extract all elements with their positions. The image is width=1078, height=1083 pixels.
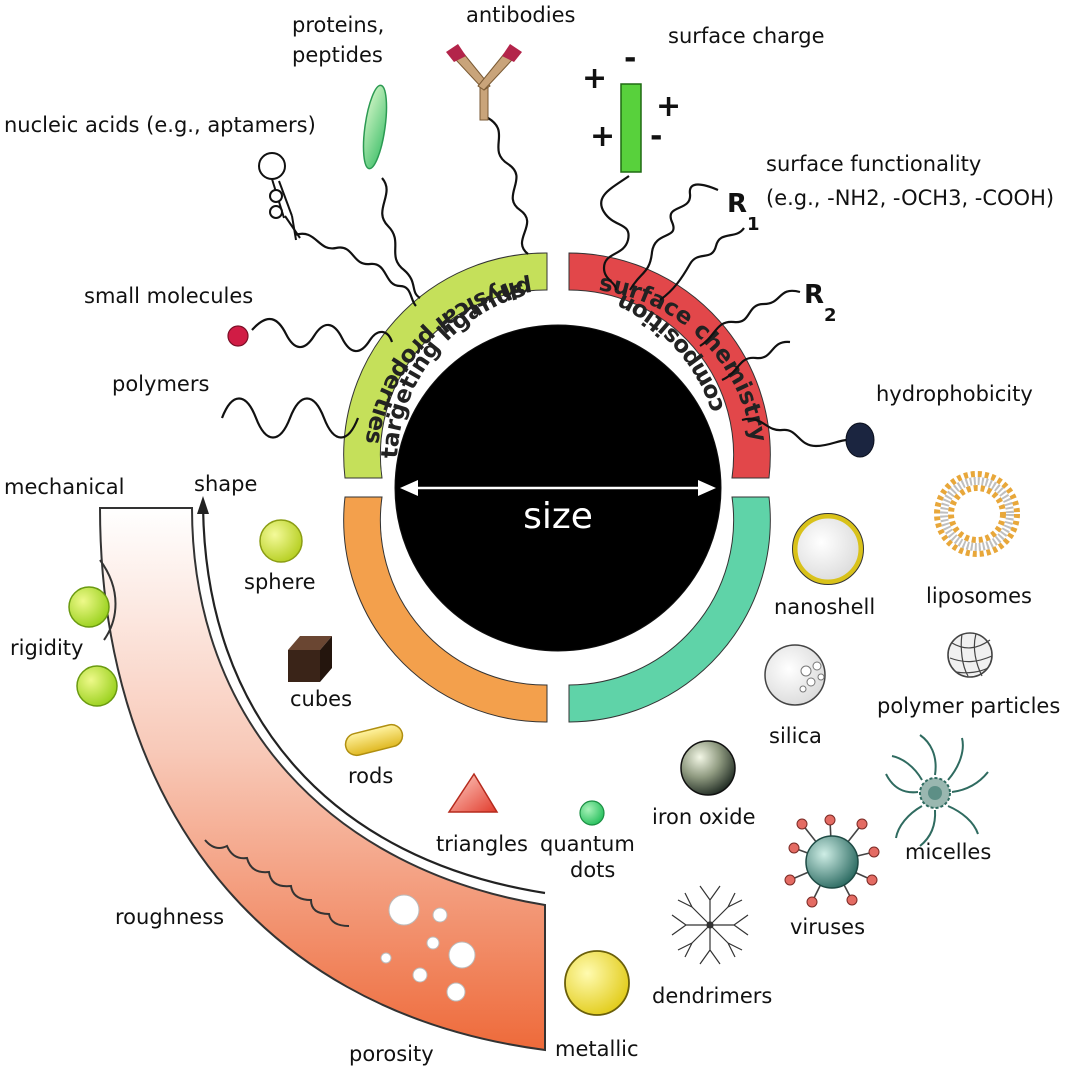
label-triangles: triangles (436, 832, 528, 856)
label-proteins-line2: peptides (292, 43, 383, 67)
dendrimer-particle (671, 885, 749, 965)
r1-tether-b (659, 227, 745, 301)
antibody-tether (487, 117, 529, 255)
label-micelles: micelles (905, 840, 991, 864)
quadrant-composition (568, 496, 771, 723)
r2-tether-b (721, 340, 791, 382)
quadrant-targeting-ligands (343, 252, 548, 479)
charge-minus-right: - (650, 119, 662, 154)
label-roughness: roughness (115, 905, 224, 929)
hydrophobic-ball (845, 422, 875, 458)
size-arrowhead-left (400, 480, 418, 496)
shape-axis-line (201, 499, 546, 895)
rigidity-ball-top (68, 586, 110, 628)
composition-examples (564, 471, 1020, 1016)
label-proteins-line1: proteins, (292, 13, 384, 37)
hydrophobic-tether (741, 417, 849, 448)
physical-band (68, 496, 546, 1052)
label-surface-charge: surface charge (668, 24, 825, 48)
r2-tether (699, 289, 801, 347)
label-rods: rods (348, 764, 393, 788)
shape-examples (259, 519, 605, 826)
ligand-tethers (220, 117, 849, 448)
nucleic-acid-tether (294, 232, 417, 307)
polymer-chain (220, 397, 360, 439)
charge-plus-right: + (656, 89, 681, 124)
size-arrowhead-right (698, 480, 716, 496)
silica-particle (764, 644, 826, 706)
nanoshell-particle (792, 513, 864, 585)
label-rigidity: rigidity (10, 636, 83, 660)
label-antibodies: antibodies (466, 3, 575, 27)
surface-charge-tether (600, 175, 630, 291)
virus-particle (784, 814, 880, 908)
rigidity-bumps (99, 559, 117, 641)
aptamer-glyph (258, 152, 301, 241)
small-molecule-dot (227, 325, 249, 347)
quadrant-surface-chemistry (568, 252, 771, 479)
label-functionality-line2: (e.g., -NH2, -OCH3, -COOH) (766, 186, 1054, 210)
liposome-particle (934, 471, 1020, 557)
charge-minus-top: - (624, 41, 636, 76)
label-porosity: porosity (349, 1042, 434, 1066)
label-nanoshell: nanoshell (774, 595, 875, 619)
charge-bar (620, 83, 642, 173)
center-particle: size targeting ligands surface chemistry… (343, 252, 772, 723)
label-cubes: cubes (290, 687, 352, 711)
label-quantum-line1: quantum (540, 832, 635, 856)
label-silica: silica (769, 724, 822, 748)
micelle-particle (885, 734, 989, 847)
shape-arrowhead (197, 496, 209, 514)
label-dendrimers: dendrimers (652, 984, 772, 1008)
label-polymer-particles: polymer particles (877, 694, 1060, 718)
quadrant-physical-properties (343, 496, 548, 723)
label-functionality-line1: surface functionality (766, 152, 981, 176)
label-iron-oxide: iron oxide (652, 805, 756, 829)
small-molecule-tether (251, 318, 394, 353)
label-liposomes: liposomes (926, 584, 1032, 608)
label-small-molecules: small molecules (84, 284, 253, 308)
charge-plus-left: + (582, 61, 607, 96)
labels: nucleic acids (e.g., aptamers) proteins,… (4, 3, 1060, 1066)
charge-plus-lower: + (590, 119, 615, 154)
label-polymers: polymers (112, 372, 209, 396)
sphere-shape (259, 519, 303, 563)
label-metallic: metallic (555, 1037, 639, 1061)
size-label: size (523, 496, 593, 537)
protein-glyph (362, 84, 388, 170)
ligand-glyphs: + - + + - R1 R2 (227, 41, 875, 458)
roughness-bumps (204, 839, 350, 927)
cube-shape (288, 636, 332, 682)
label-quantum-line2: dots (570, 858, 615, 882)
quantum-dot-shape (579, 800, 605, 826)
label-viruses: viruses (790, 915, 865, 939)
protein-tether (381, 177, 421, 299)
label-hydrophobicity: hydrophobicity (876, 382, 1033, 406)
iron-oxide-particle (680, 740, 736, 796)
metallic-particle (564, 950, 630, 1016)
antibody-glyph (446, 44, 522, 121)
label-nucleic-acids: nucleic acids (e.g., aptamers) (4, 113, 316, 137)
r2-label: R2 (804, 280, 837, 326)
r1-label: R1 (727, 189, 760, 235)
label-sphere: sphere (244, 570, 316, 594)
rigidity-ball-bottom (76, 665, 118, 707)
triangle-shape (447, 772, 499, 813)
porosity-pores (380, 894, 476, 1002)
rod-shape (344, 723, 404, 757)
r1-tether (629, 183, 719, 291)
label-mechanical: mechanical (4, 475, 125, 499)
polymer-particle (947, 632, 993, 678)
label-shape: shape (194, 472, 257, 496)
